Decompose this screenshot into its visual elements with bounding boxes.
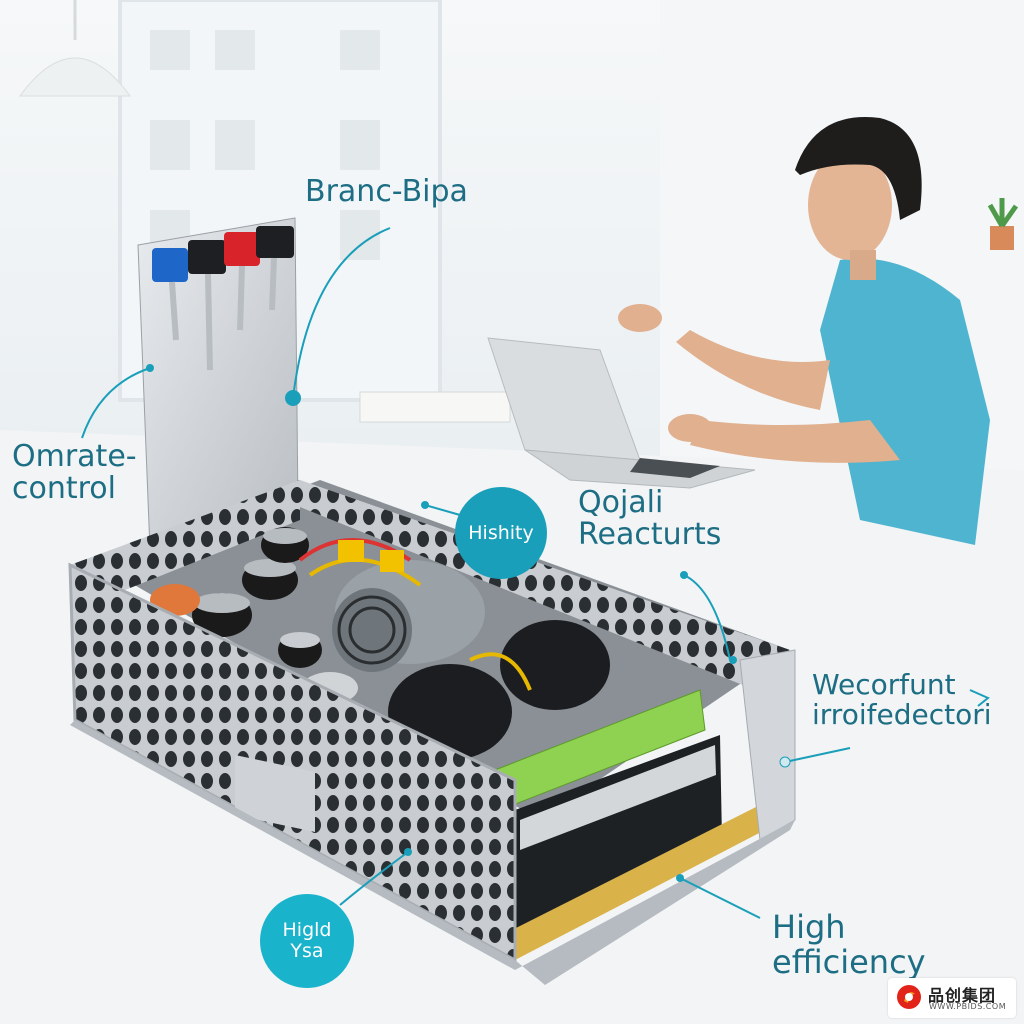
- cooling-fan: [332, 560, 485, 672]
- label-left: Omrate- control: [12, 439, 137, 507]
- callout-line-right-top: [683, 574, 731, 661]
- label-right-mid-line2: irroifedectori: [812, 698, 992, 732]
- brand-logo: 品创集团 WWW.PBIDS.COM: [888, 978, 1016, 1018]
- label-bottom-right: High efficiency: [772, 910, 926, 979]
- label-top: Branc-Bipa: [305, 174, 468, 209]
- terminal-black: [188, 240, 226, 274]
- circle-label-bottom: Higld Ysa: [260, 894, 354, 988]
- books: [359, 391, 511, 423]
- brand-logo-icon: [897, 985, 921, 1009]
- yellow-connector-2: [380, 550, 404, 572]
- callout-line-left: [81, 367, 151, 439]
- chassis-bottom-edge: [70, 720, 795, 985]
- terminal-red: [224, 232, 260, 266]
- vent-plate: [235, 754, 315, 832]
- terminal-black-2: [256, 226, 294, 258]
- label-left-line1: Omrate-: [12, 439, 137, 474]
- pcb-edge: [512, 805, 765, 960]
- brand-logo-url: WWW.PBIDS.COM: [929, 1002, 1007, 1011]
- plant-pot: [990, 226, 1014, 250]
- label-right-mid: Wecorfunt irroifedectori: [812, 668, 992, 732]
- brand-logo-name: 品创集团: [928, 986, 997, 1005]
- circle-label-bottom-line1: Higld: [282, 919, 332, 942]
- label-left-line2: control: [12, 471, 116, 507]
- window-building: [150, 30, 380, 260]
- callout-line-bottom: [339, 851, 409, 906]
- callout-dots: [146, 364, 791, 882]
- label-right-mid-line1: Wecorfunt: [812, 668, 956, 701]
- label-bottom-right-line2: efficiency: [772, 942, 926, 981]
- circle-label-bottom-line2: Ysa: [290, 940, 324, 962]
- callout-line-top: [292, 227, 391, 399]
- capacitors: [150, 527, 358, 704]
- pendant-lamp: [19, 57, 131, 97]
- arrow-icon: [969, 689, 990, 707]
- person-photo: [618, 117, 990, 545]
- yellow-connector: [338, 540, 364, 562]
- label-right-top-line2: Reacturts: [578, 517, 722, 553]
- circle-label-mid: Hishity: [455, 487, 547, 579]
- chassis-left-back: [70, 480, 300, 600]
- callout-line-mid: [424, 504, 461, 516]
- callout-line-right-mid: [784, 747, 851, 763]
- callout-lines: [81, 227, 851, 919]
- callout-line-bottom-right: [679, 877, 761, 919]
- circle-label-mid-text: Hishity: [468, 521, 534, 544]
- label-right-top: Qojali Reacturts: [578, 485, 722, 553]
- label-bottom-right-line1: High: [772, 908, 846, 946]
- terminal-blue: [152, 248, 188, 282]
- label-right-top-line1: Qojali: [578, 485, 664, 520]
- chassis-back-wall: [295, 480, 790, 700]
